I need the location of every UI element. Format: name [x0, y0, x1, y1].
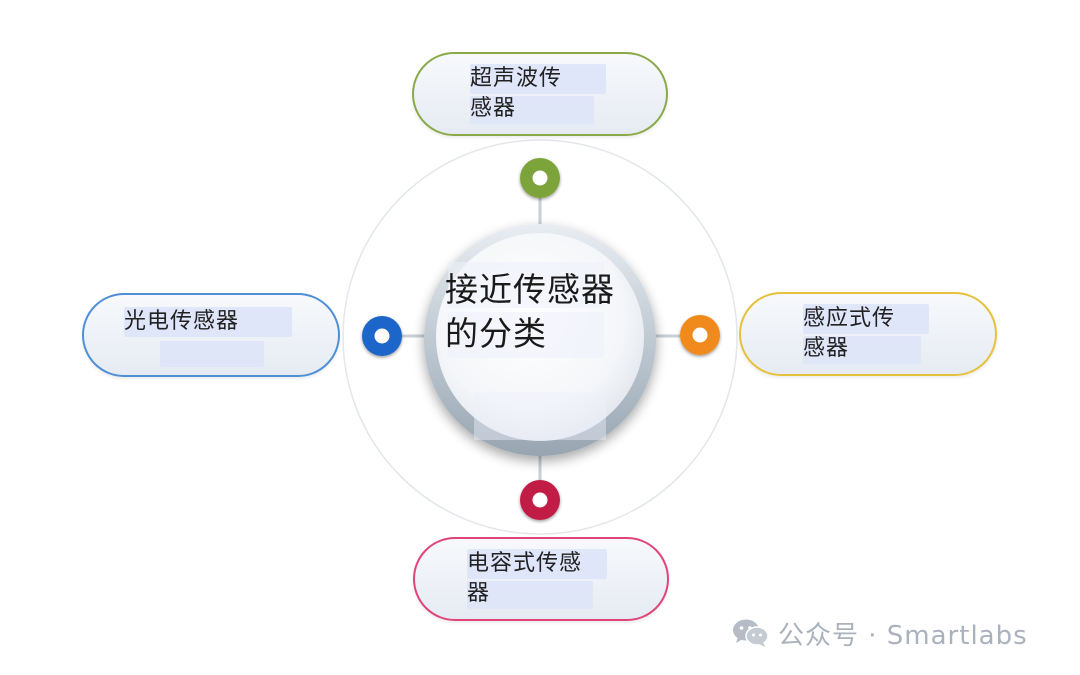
label-highlight [124, 307, 292, 337]
category-inductive: 感应式传感器 [739, 292, 997, 376]
category-label: 光电传感器 [124, 309, 240, 334]
hub-highlight-2 [448, 312, 604, 358]
label-highlight [470, 96, 594, 124]
watermark-text: 公众号 · Smartlabs [778, 620, 1028, 651]
label-highlight [467, 549, 607, 579]
label-highlight [467, 581, 593, 609]
dot-bottom [520, 480, 560, 520]
category-capacitive: 电容式传感器 [413, 537, 669, 621]
dot-left [362, 316, 402, 356]
category-label: 感应式传感器 [803, 306, 896, 361]
label-highlight [803, 304, 929, 334]
category-label: 超声波传感器 [470, 66, 563, 121]
watermark: 公众号 · Smartlabs [732, 614, 1028, 652]
label-highlight [470, 64, 606, 94]
wechat-icon [733, 619, 769, 647]
category-photoelectric: 光电传感器 [82, 293, 340, 377]
hub-highlight-1 [448, 262, 604, 308]
dot-right [680, 315, 720, 355]
dot-top [520, 158, 560, 198]
hub-highlight-3 [474, 392, 606, 440]
center-title: 接近传感器的分类 [445, 270, 615, 353]
label-highlight [160, 341, 264, 367]
category-ultrasonic: 超声波传感器 [412, 52, 668, 136]
category-label: 电容式传感器 [467, 551, 583, 606]
outer-ring [342, 139, 738, 535]
label-highlight [803, 336, 921, 364]
